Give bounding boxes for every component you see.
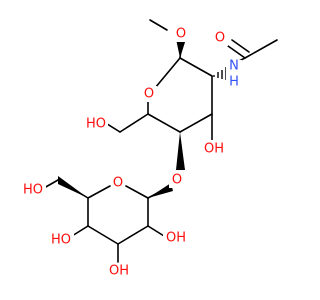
wedge-c4-oglyc: [176, 132, 185, 170]
structure-diagram: O O O N H HO OH O O HO HO OH OH: [20, 19, 278, 279]
bond-c2b-oh: [147, 225, 165, 237]
o-ring-upper-label: O: [144, 87, 154, 102]
bond-c3-c4: [179, 113, 213, 133]
oh-c6-upper-label: HO: [86, 117, 106, 132]
bond-methyl-o: [149, 19, 168, 31]
bond-c4b-oh: [71, 225, 89, 237]
atom-labels: O O O N H HO OH O O HO HO OH OH: [20, 26, 242, 279]
bond-carbonyl-o-2: [231, 39, 250, 53]
bond-c6b-oh: [43, 179, 59, 189]
bond-c1-c2: [179, 57, 213, 77]
wedge-c1-o: [176, 39, 186, 58]
n-label: N: [229, 59, 239, 74]
oh-c3-lower-label: OH: [109, 264, 129, 279]
bond-carbonyl-o-1: [227, 45, 246, 59]
bond-carbonyl-methyl: [244, 39, 278, 59]
bond-c6-c5: [119, 113, 149, 133]
oh-c3-label: OH: [204, 142, 224, 157]
bond-c2b-c3b: [117, 225, 149, 245]
bond-c3b-c4b: [87, 225, 119, 245]
bonds: [43, 19, 278, 263]
o-glycosidic-label: O: [172, 173, 182, 188]
bond-oring-c1: [154, 57, 181, 89]
oh-c2-lower-label: OH: [166, 231, 186, 246]
wedge-c1b: [148, 183, 173, 198]
hashed-bonds: [213, 67, 227, 80]
h-on-n-label: H: [229, 75, 239, 90]
wedges: [58, 39, 186, 198]
wedge-c5b-c6b: [58, 176, 88, 198]
bond-oring-c1b: [125, 185, 149, 199]
oh-c4-lower-label: HO: [51, 233, 71, 248]
o-methoxy-label: O: [176, 27, 186, 42]
oh-c6-lower-label: HO: [23, 183, 43, 198]
bond-c5b-oring: [87, 185, 111, 199]
bond-c4-c5: [147, 113, 181, 133]
o-acetyl-label: O: [215, 31, 225, 46]
o-ring-lower-label: O: [113, 176, 123, 191]
